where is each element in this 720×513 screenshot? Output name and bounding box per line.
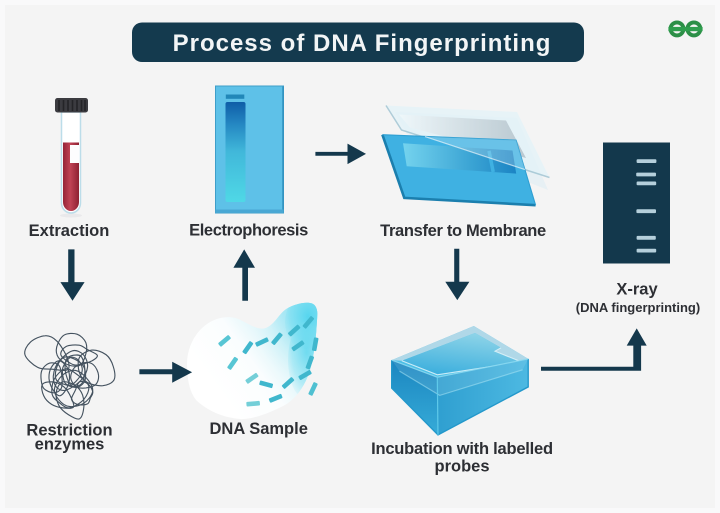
svg-text:probes: probes xyxy=(434,458,489,476)
svg-text:enzymes: enzymes xyxy=(35,436,105,454)
svg-text:Electrophoresis: Electrophoresis xyxy=(189,222,308,240)
svg-text:Extraction: Extraction xyxy=(29,222,110,240)
svg-text:Transfer to Membrane: Transfer to Membrane xyxy=(380,222,546,240)
svg-text:(DNA fingerprinting): (DNA fingerprinting) xyxy=(576,300,700,315)
svg-text:Incubation with labelled: Incubation with labelled xyxy=(371,440,553,458)
svg-text:Restriction: Restriction xyxy=(26,421,112,439)
svg-text:DNA Sample: DNA Sample xyxy=(209,420,307,438)
svg-text:Process of DNA Fingerprinting: Process of DNA Fingerprinting xyxy=(173,30,552,57)
svg-text:X-ray: X-ray xyxy=(616,281,658,299)
